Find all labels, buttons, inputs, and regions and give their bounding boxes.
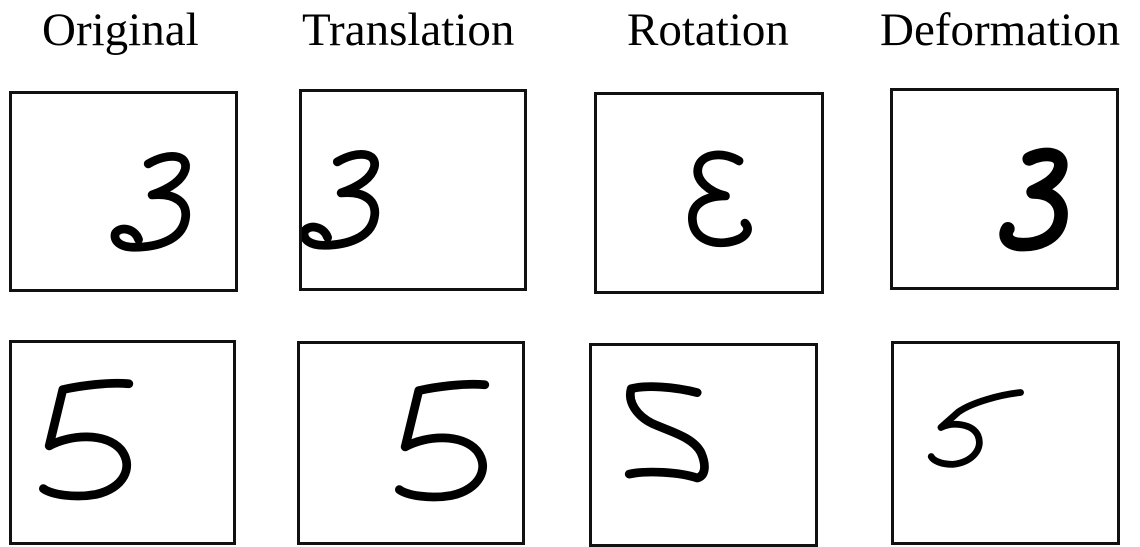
- digit-3-original-panel: [9, 91, 238, 292]
- digit-5-original-image: [39, 378, 134, 501]
- digit-3-deformation-image: [999, 147, 1068, 252]
- digit-5-translation-panel: [297, 341, 525, 545]
- digit-3-deformation-panel: [890, 88, 1119, 290]
- digit-5-deformation-panel: [891, 341, 1120, 545]
- digit-5-rotation-image: [624, 382, 709, 483]
- digit-3-rotation-panel: [594, 92, 824, 294]
- digit-3-original-image: [110, 152, 191, 252]
- column-title-deformation: Deformation: [880, 4, 1121, 56]
- digit-3-rotation-image: [688, 150, 752, 248]
- digit-3-translation-panel: [299, 89, 527, 291]
- column-title-rotation: Rotation: [627, 4, 789, 56]
- column-title-original: Original: [42, 4, 199, 56]
- digit-5-deformation-image: [927, 389, 1024, 468]
- digit-3-translation-image: [302, 150, 380, 250]
- digit-5-rotation-panel: [589, 343, 818, 547]
- digit-5-translation-image: [394, 379, 490, 502]
- column-title-translation: Translation: [302, 4, 515, 56]
- digit-5-original-panel: [9, 340, 236, 545]
